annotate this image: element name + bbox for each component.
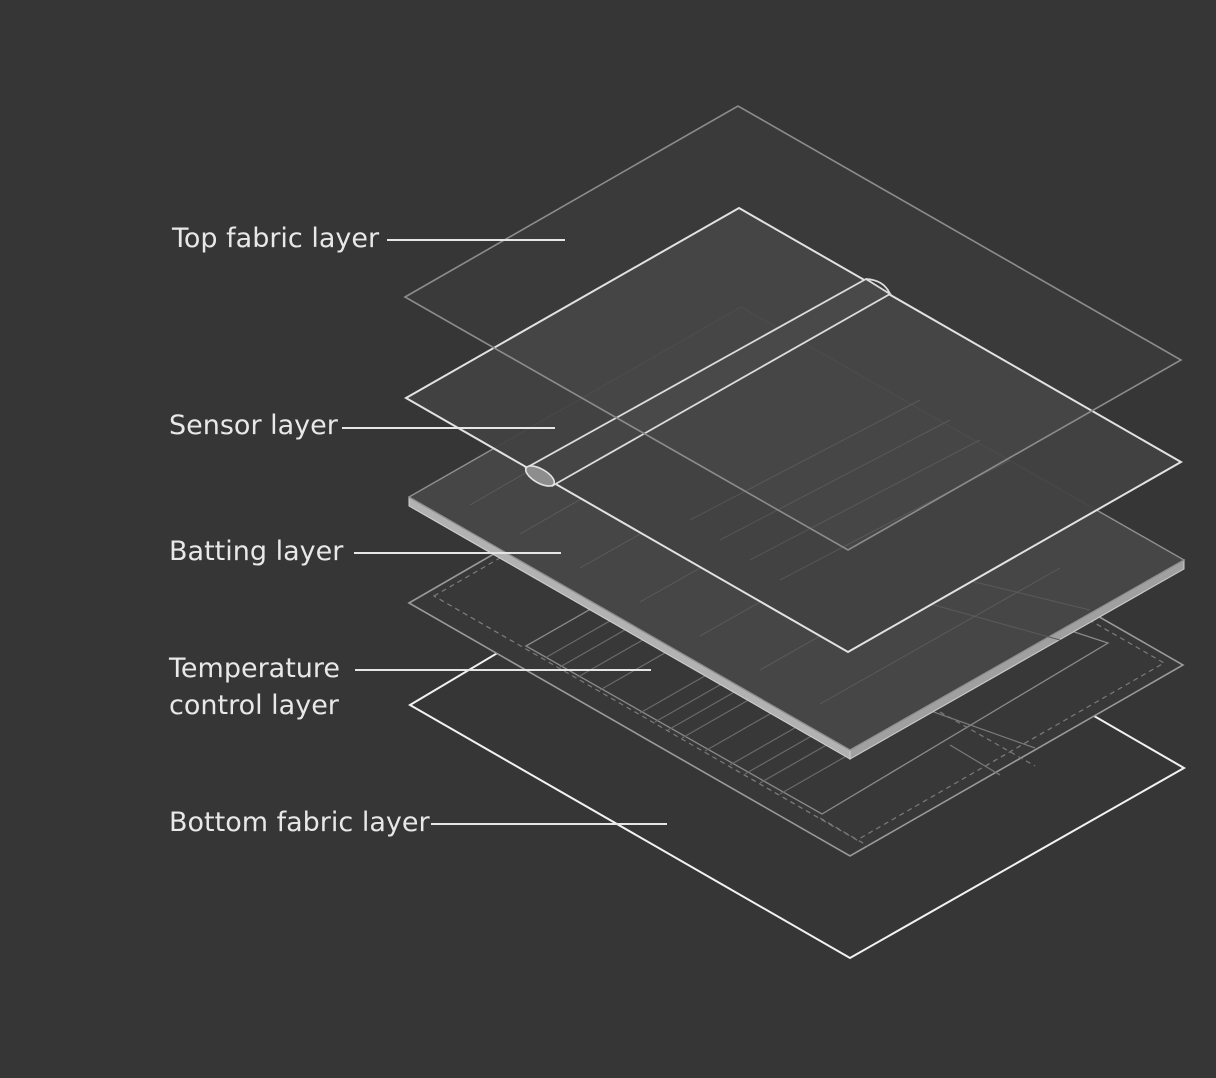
sensor-sheet xyxy=(403,206,1184,654)
label-batting-text: Batting layer xyxy=(169,536,344,567)
label-batting: Batting layer xyxy=(169,536,561,567)
label-sensor: Sensor layer xyxy=(169,410,555,441)
label-sensor-text: Sensor layer xyxy=(169,410,339,441)
top-fabric-sheet xyxy=(403,105,1183,551)
label-temperature-text-line1: Temperature xyxy=(168,653,340,684)
label-temperature-control: Temperature control layer xyxy=(168,653,651,721)
label-bottom-fabric: Bottom fabric layer xyxy=(169,807,667,838)
sensor-strip-end xyxy=(524,465,556,487)
label-temperature-text-line2: control layer xyxy=(169,690,340,721)
label-top-fabric: Top fabric layer xyxy=(171,223,565,254)
label-top-fabric-text: Top fabric layer xyxy=(171,223,380,254)
label-bottom-fabric-text: Bottom fabric layer xyxy=(169,807,430,838)
